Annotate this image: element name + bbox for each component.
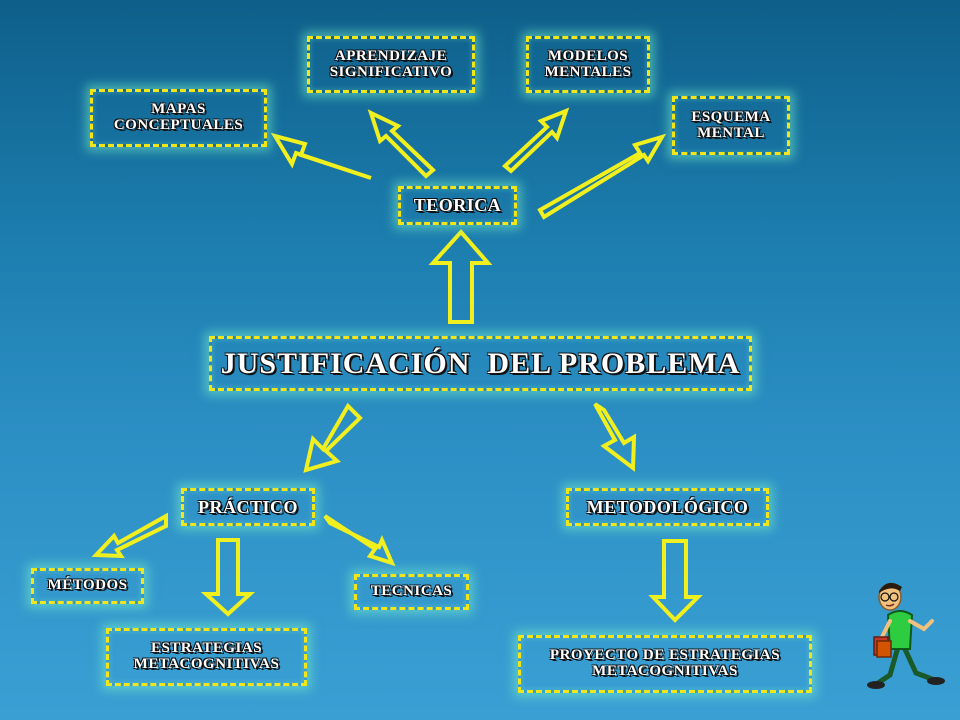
node-practico: PRÁCTICO: [181, 488, 315, 526]
arrow-to-proyecto: [648, 539, 703, 623]
node-mapas-line1: MAPAS: [151, 101, 206, 118]
node-aprendizaje-significativo: APRENDIZAJE SIGNIFICATIVO: [307, 36, 475, 93]
arrow-to-tecnicas: [323, 514, 396, 567]
node-modelos-line1: MODELOS: [547, 47, 629, 64]
arrow-to-esquema: [537, 133, 667, 220]
node-tecnicas: TECNICAS: [354, 574, 469, 610]
node-metodos: MÉTODOS: [31, 568, 144, 604]
node-modelos-line2: MENTALES: [544, 63, 632, 80]
node-esquema-line2: MENTAL: [697, 124, 765, 141]
node-esquema-mental: ESQUEMA MENTAL: [672, 96, 790, 155]
walking-student-icon: [867, 582, 945, 689]
node-aprendizaje-line1: APRENDIZAJE: [334, 47, 448, 64]
node-mapas-line2: CONCEPTUALES: [113, 117, 244, 133]
arrow-to-estrategias: [200, 538, 256, 617]
node-aprendizaje-line2: SIGNIFICATIVO: [329, 63, 453, 80]
node-metodos-label: MÉTODOS: [47, 577, 128, 594]
node-teorica: TEORICA: [398, 186, 517, 225]
node-esquema-line1: ESQUEMA: [691, 108, 771, 125]
arrow-to-practico: [303, 402, 363, 473]
arrow-to-aprendizaje: [367, 109, 436, 179]
node-proyecto-line1: PROYECTO DE ESTRATEGIAS: [549, 647, 781, 664]
node-estrategias-metacognitivas: ESTRATEGIAS METACOGNITIVAS: [106, 628, 307, 686]
node-modelos-mentales: MODELOS MENTALES: [526, 36, 650, 93]
node-estrategias-line1: ESTRATEGIAS: [150, 640, 263, 657]
arrow-to-modelos: [501, 107, 570, 174]
arrow-to-metodos: [91, 512, 168, 559]
node-proyecto-line2: METACOGNITIVAS: [592, 663, 738, 679]
node-justificacion-label: JUSTIFICACIÓN DEL PROBLEMA: [220, 346, 741, 380]
arrow-to-mapas: [270, 132, 372, 180]
node-practico-label: PRÁCTICO: [197, 496, 298, 517]
node-tecnicas-label: TECNICAS: [370, 583, 453, 600]
node-teorica-label: TEORICA: [413, 195, 502, 216]
arrow-to-metodologico: [593, 402, 637, 472]
arrow-to-teorica: [428, 228, 493, 324]
node-justificacion: JUSTIFICACIÓN DEL PROBLEMA: [209, 336, 752, 391]
node-proyecto: PROYECTO DE ESTRATEGIAS METACOGNITIVAS: [518, 635, 812, 693]
node-metodologico-label: METODOLÓGICO: [586, 496, 749, 517]
node-metodologico: METODOLÓGICO: [566, 488, 769, 526]
node-estrategias-line2: METACOGNITIVAS: [133, 656, 280, 672]
node-mapas-conceptuales: MAPAS CONCEPTUALES: [90, 89, 267, 147]
